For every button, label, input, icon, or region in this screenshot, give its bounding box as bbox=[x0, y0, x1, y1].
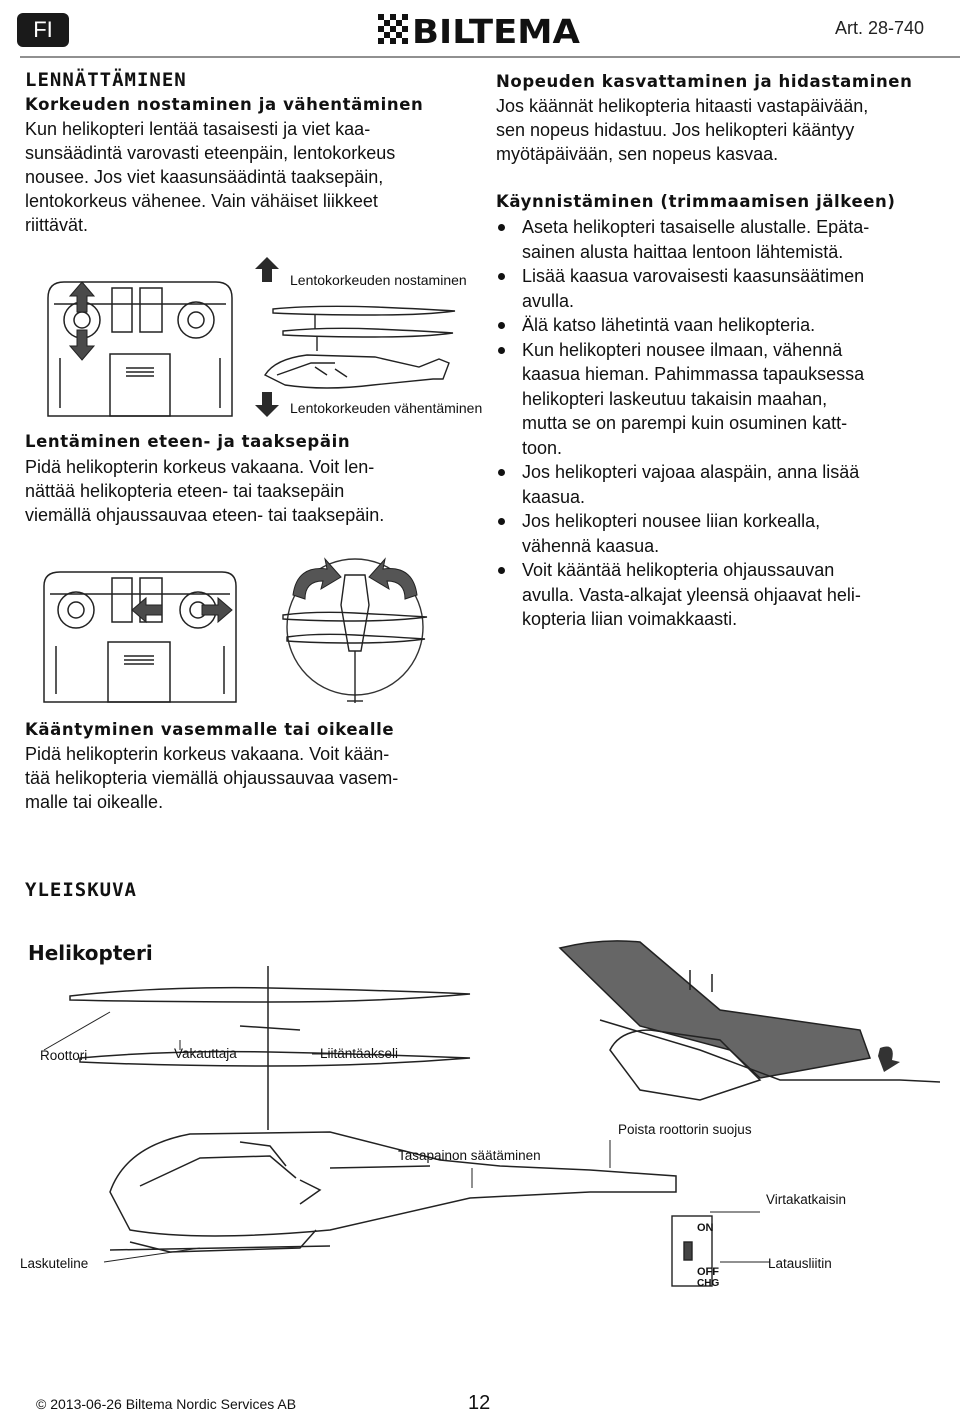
overview-subtitle: Helikopteri bbox=[28, 941, 153, 965]
text-line: Pidä helikopterin korkeus vakaana. Voit … bbox=[25, 744, 390, 764]
list-item: Jos helikopteri vajoaa alaspäin, anna li… bbox=[486, 460, 869, 509]
altitude-up-arrow-icon bbox=[255, 257, 279, 282]
overview-title: YLEISKUVA bbox=[25, 879, 137, 901]
language-badge: FI bbox=[17, 13, 69, 47]
footer-copyright: © 2013-06-26 Biltema Nordic Services AB bbox=[36, 1396, 297, 1412]
label-balance: Tasapainon säätäminen bbox=[398, 1148, 541, 1163]
rotation-helicopter-illustration bbox=[282, 557, 428, 703]
forward-heading: Lentäminen eteen- ja taaksepäin bbox=[25, 432, 351, 451]
article-number: Art. 28-740 bbox=[834, 18, 924, 38]
altitude-helicopter-illustration bbox=[255, 257, 456, 417]
text-line: tää helikopteria viemällä ohjaussauvaa v… bbox=[25, 768, 399, 788]
start-heading: Käynnistäminen (trimmaamisen jälkeen) bbox=[496, 192, 896, 211]
list-item: Aseta helikopteri tasaiselle alustalle. … bbox=[486, 215, 869, 264]
rotate-ccw-arrow-icon bbox=[292, 557, 342, 600]
list-item: Älä katso lähetintä vaan helikopteria. bbox=[486, 313, 869, 338]
switch-off-label: OFF bbox=[697, 1266, 719, 1278]
label-altitude-up: Lentokorkeuden nostaminen bbox=[290, 272, 467, 288]
label-landing-gear: Laskuteline bbox=[20, 1256, 89, 1271]
speed-paragraph: Jos käännät helikopteria hitaasti vastap… bbox=[496, 94, 868, 166]
stick-right-arrow-icon bbox=[201, 596, 233, 624]
page-number: 12 bbox=[468, 1392, 491, 1414]
stick-left-arrow-icon bbox=[131, 596, 163, 624]
text-line: Pidä helikopterin korkeus vakaana. Voit … bbox=[25, 457, 375, 477]
label-rotor-guard: Poista roottorin suojus bbox=[618, 1122, 752, 1137]
text-line: Kun helikopteri lentää tasaisesti ja vie… bbox=[25, 119, 371, 139]
switch-chg-label: CHG bbox=[697, 1278, 720, 1289]
altitude-paragraph: Kun helikopteri lentää tasaisesti ja vie… bbox=[25, 117, 395, 237]
speed-heading: Nopeuden kasvattaminen ja hidastaminen bbox=[496, 72, 913, 91]
switch-on-label: ON bbox=[697, 1222, 714, 1234]
label-rotor: Roottori bbox=[40, 1048, 88, 1063]
text-line: myötäpäivään, sen nopeus kasvaa. bbox=[496, 144, 779, 164]
brand-name: BILTEMA bbox=[412, 12, 580, 51]
brand-logo: BILTEMA bbox=[378, 12, 583, 51]
biltema-logo-icon: BILTEMA bbox=[378, 12, 580, 51]
turn-heading: Kääntyminen vasemmalle tai oikealle bbox=[25, 720, 395, 739]
rotate-cw-arrow-icon bbox=[368, 557, 418, 600]
section-title: LENNÄTTÄMINEN bbox=[25, 69, 187, 91]
altitude-down-arrow-icon bbox=[255, 392, 279, 417]
turn-paragraph: Pidä helikopterin korkeus vakaana. Voit … bbox=[25, 742, 398, 814]
text-line: Jos käännät helikopteria hitaasti vastap… bbox=[496, 96, 869, 116]
start-instructions-list: Aseta helikopteri tasaiselle alustalle. … bbox=[486, 215, 869, 632]
controller-illustration-altitude bbox=[47, 281, 233, 417]
altitude-heading: Korkeuden nostaminen ja vähentäminen bbox=[25, 95, 424, 114]
rotate-arrow-icon bbox=[878, 1046, 900, 1072]
text-line: sen nopeus hidastuu. Jos helikopteri kää… bbox=[496, 120, 855, 140]
text-line: malle tai oikealle. bbox=[25, 792, 164, 812]
text-line: lentokorkeus vähenee. Vain vähäiset liik… bbox=[25, 191, 378, 211]
text-line: viemällä ohjaussauvaa eteen- tai taaksep… bbox=[25, 505, 385, 525]
header-rule bbox=[20, 56, 960, 58]
label-connector: Liitäntäakseli bbox=[320, 1046, 399, 1061]
label-power-switch: Virtakatkaisin bbox=[766, 1192, 847, 1207]
helicopter-overview-illustration bbox=[43, 940, 941, 1287]
text-line: nousee. Jos viet kaasunsäädintä taaksepä… bbox=[25, 167, 384, 187]
forward-paragraph: Pidä helikopterin korkeus vakaana. Voit … bbox=[25, 455, 384, 527]
stick-up-arrow-icon bbox=[68, 281, 96, 313]
label-altitude-down: Lentokorkeuden vähentäminen bbox=[290, 400, 483, 416]
text-line: riittävät. bbox=[25, 215, 89, 235]
list-item: Jos helikopteri nousee liian korkealla,v… bbox=[486, 509, 869, 558]
controller-illustration-turn bbox=[43, 571, 237, 703]
list-item: Lisää kaasua varovaisesti kaasunsäätimen… bbox=[486, 264, 869, 313]
label-stabilizer: Vakauttaja bbox=[174, 1046, 237, 1061]
text-line: nättää helikopteria eteen- tai taaksepäi… bbox=[25, 481, 345, 501]
text-line: sunsäädintä varovasti eteenpäin, lentoko… bbox=[25, 143, 396, 163]
label-charge-slider: Latausliitin bbox=[768, 1256, 832, 1271]
stick-down-arrow-icon bbox=[68, 329, 96, 361]
